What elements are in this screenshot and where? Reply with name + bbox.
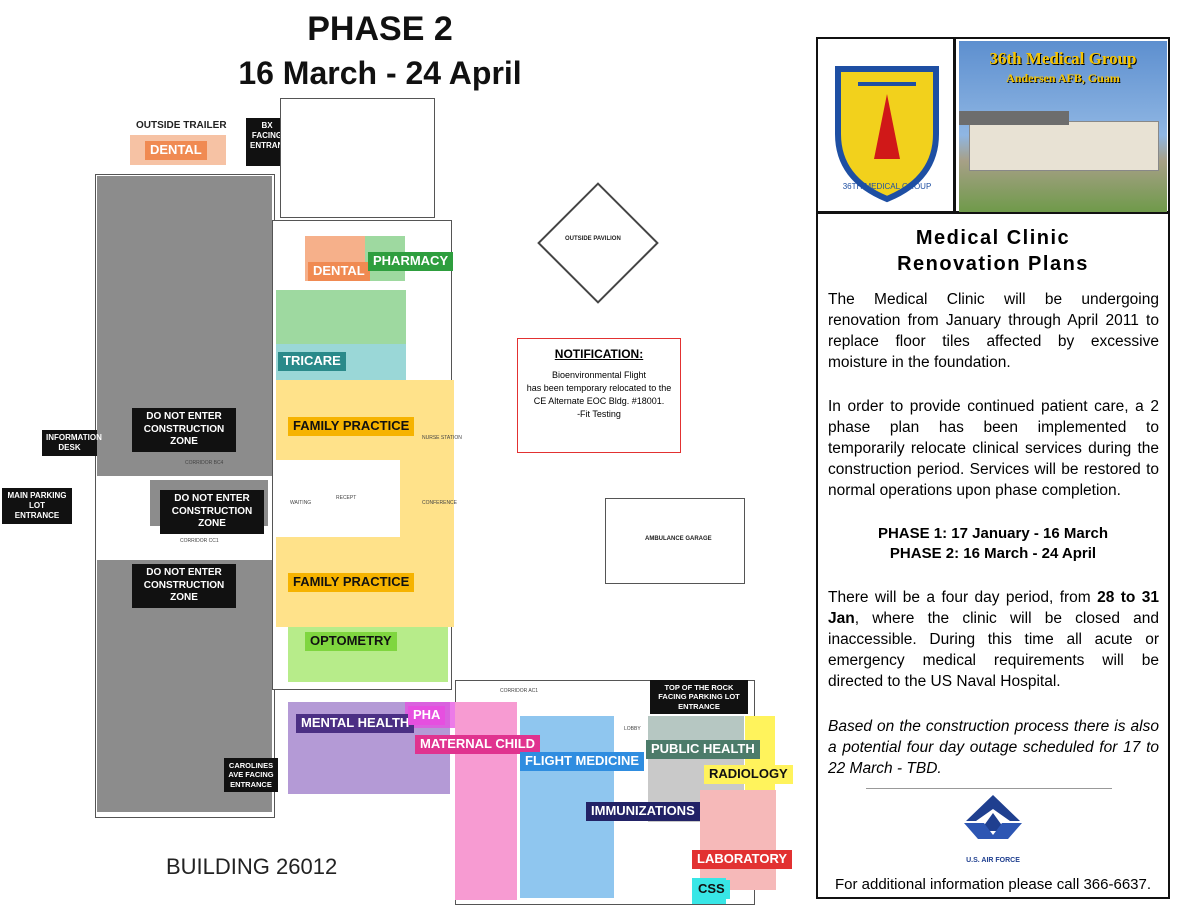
closure-dates: 28 to 31 Jan bbox=[828, 589, 1160, 627]
panel-heading-1: Medical Clinic bbox=[915, 227, 1071, 249]
air-force-logo-icon bbox=[964, 795, 1022, 839]
pharmacy-area-block bbox=[276, 290, 406, 344]
notification-box: NOTIFICATION: Bioenvironmental Flight ha… bbox=[517, 338, 681, 453]
outside-pavilion-shape bbox=[537, 182, 659, 304]
maternal-child-label: MATERNAL CHILD bbox=[415, 735, 541, 754]
room-tag: NURSE STATION bbox=[422, 435, 462, 441]
closure-text-a: There will be a four day period, from bbox=[828, 589, 1098, 606]
do-not-enter-middle: DO NOT ENTER CONSTRUCTION ZONE bbox=[160, 490, 264, 534]
room-tag: CORRIDOR BC4 bbox=[185, 460, 224, 466]
room-tag: RECEPT bbox=[336, 495, 357, 501]
carolines-entrance-label: CAROLINES AVE FACING ENTRANCE bbox=[224, 758, 278, 793]
family-practice-label-1: FAMILY PRACTICE bbox=[288, 417, 415, 436]
outside-trailer-caption: OUTSIDE TRAILER bbox=[136, 120, 227, 131]
main-parking-entrance-label: MAIN PARKING LOT ENTRANCE bbox=[2, 488, 72, 524]
page-title: PHASE 2 bbox=[307, 10, 453, 48]
clinic-photo: 36th Medical Group Andersen AFB, Guam bbox=[959, 41, 1167, 212]
notification-line-2: has been temporary relocated to the bbox=[526, 383, 672, 393]
paragraph-outage: Based on the construction process there … bbox=[828, 718, 1159, 777]
top-of-rock-entrance-label: TOP OF THE ROCK FACING PARKING LOT ENTRA… bbox=[650, 680, 748, 715]
crest-text: 36TH MEDICAL GROUP bbox=[843, 182, 932, 191]
information-desk-label: INFORMATION DESK bbox=[42, 430, 102, 456]
clinic-building-icon bbox=[969, 121, 1159, 171]
outside-pavilion-caption: OUTSIDE PAVILION bbox=[565, 236, 621, 242]
divider bbox=[866, 788, 1112, 789]
flight-medicine-label: FLIGHT MEDICINE bbox=[520, 752, 645, 771]
do-not-enter-top: DO NOT ENTER CONSTRUCTION ZONE bbox=[132, 408, 236, 452]
laboratory-block bbox=[700, 790, 776, 890]
paragraph-intro: The Medical Clinic will be undergoing re… bbox=[828, 291, 1159, 371]
page-subtitle-dates: 16 March - 24 April bbox=[238, 55, 522, 91]
css-label: CSS bbox=[693, 880, 730, 899]
floor-plan: OUTSIDE TRAILER DENTAL BX FACING ENTRANC… bbox=[0, 90, 800, 916]
medical-group-crest-icon: 36TH MEDICAL GROUP bbox=[835, 66, 939, 203]
tricare-label: TRICARE bbox=[278, 352, 346, 371]
air-force-logo-label: U.S. AIR FORCE bbox=[966, 857, 1020, 864]
do-not-enter-bottom: DO NOT ENTER CONSTRUCTION ZONE bbox=[132, 564, 236, 608]
photo-subtitle: Andersen AFB, Guam bbox=[1006, 71, 1120, 85]
phase-2-dates: PHASE 2: 16 March - 24 April bbox=[889, 545, 1097, 562]
mental-health-label: MENTAL HEALTH bbox=[296, 714, 415, 733]
ambulance-garage-caption: AMBULANCE GARAGE bbox=[645, 536, 712, 542]
public-health-label: PUBLIC HEALTH bbox=[646, 740, 760, 759]
notification-line-4: -Fit Testing bbox=[577, 409, 621, 419]
building-number: BUILDING 26012 bbox=[166, 854, 338, 879]
pharmacy-label: PHARMACY bbox=[368, 252, 454, 271]
notification-title: NOTIFICATION: bbox=[554, 347, 644, 361]
photo-title: 36th Medical Group bbox=[989, 49, 1137, 68]
north-wing-outline bbox=[280, 98, 435, 218]
contact-footer: For additional information please call 3… bbox=[834, 876, 1152, 893]
laboratory-label: LABORATORY bbox=[692, 850, 793, 869]
ambulance-garage-shape bbox=[605, 498, 745, 584]
maternal-child-block bbox=[455, 702, 517, 900]
banner: 36TH MEDICAL GROUP 36th Medical Group An… bbox=[818, 39, 1168, 214]
notification-line-1: Bioenvironmental Flight bbox=[551, 370, 647, 380]
radiology-label: RADIOLOGY bbox=[704, 765, 793, 784]
crest-box: 36TH MEDICAL GROUP bbox=[818, 39, 956, 214]
paragraph-plan: In order to provide continued patient ca… bbox=[828, 398, 1159, 499]
room-tag: WAITING bbox=[290, 500, 312, 506]
room-tag: CONFERENCE bbox=[422, 500, 458, 506]
immunizations-label: IMMUNIZATIONS bbox=[586, 802, 700, 821]
dental-label: DENTAL bbox=[308, 262, 370, 281]
optometry-label: OPTOMETRY bbox=[305, 632, 397, 651]
pha-label: PHA bbox=[408, 706, 446, 725]
room-tag: CORRIDOR AC1 bbox=[500, 688, 539, 694]
family-practice-label-2: FAMILY PRACTICE bbox=[288, 573, 415, 592]
trailer-dental-label: DENTAL bbox=[145, 141, 207, 160]
room-tag: LOBBY bbox=[624, 726, 641, 732]
clinic-canopy-icon bbox=[959, 111, 1069, 125]
notification-line-3: CE Alternate EOC Bldg. #18001. bbox=[533, 396, 665, 406]
phase-1-dates: PHASE 1: 17 January - 16 March bbox=[877, 525, 1109, 542]
info-panel: 36TH MEDICAL GROUP 36th Medical Group An… bbox=[816, 37, 1170, 899]
paragraph-closure: There will be a four day period, from 28… bbox=[828, 587, 1159, 692]
closure-text-b: , where the clinic will be closed and in… bbox=[828, 610, 1159, 690]
room-tag: CORRIDOR CC1 bbox=[180, 538, 219, 544]
panel-heading-2: Renovation Plans bbox=[897, 253, 1089, 275]
